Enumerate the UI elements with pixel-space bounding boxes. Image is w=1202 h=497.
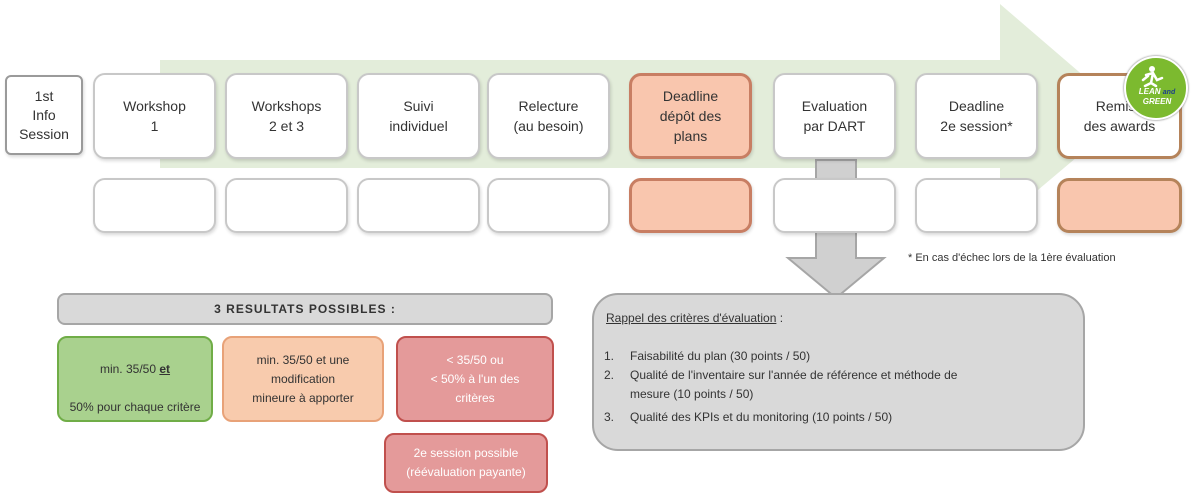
step-deadline-depot: Deadline dépôt des plans (629, 73, 752, 159)
blank-box (915, 178, 1038, 233)
criteria-item: 1. Faisabilité du plan (30 points / 50) (604, 347, 1074, 366)
criteria-text: Qualité de l'inventaire sur l'année de r… (630, 368, 958, 401)
criteria-heading-suffix: : (776, 311, 784, 325)
step-info-session: 1st Info Session (5, 75, 83, 155)
result-pass-line1: min. 35/50 (99, 362, 160, 376)
result-minor-modification: min. 35/50 et une modification mineure à… (222, 336, 384, 422)
criteria-text: Qualité des KPIs et du monitoring (10 po… (630, 410, 893, 424)
logo-word-lean: LEAN (1138, 87, 1161, 96)
blank-box (225, 178, 348, 233)
blank-box-highlight (629, 178, 752, 233)
result-pass-line2: 50% pour chaque critère (69, 400, 201, 414)
step-workshops-2-3: Workshops 2 et 3 (225, 73, 348, 159)
second-session-box: 2e session possible (réévaluation payant… (384, 433, 548, 493)
criteria-item: 2. Qualité de l'inventaire sur l'année d… (604, 366, 1074, 404)
result-pass: min. 35/50 et 50% pour chaque critère (57, 336, 213, 422)
criteria-num: 1. (604, 349, 615, 363)
step-suivi-individuel: Suivi individuel (357, 73, 480, 159)
logo-word-and: and (1162, 89, 1176, 96)
criteria-heading: Rappel des critères d'évaluation (606, 311, 777, 325)
step-relecture: Relecture (au besoin) (487, 73, 610, 159)
criteria-text: Faisabilité du plan (30 points / 50) (630, 349, 811, 363)
footnote: * En cas d'échec lors de la 1ère évaluat… (908, 252, 1116, 264)
lean-green-logo: LEAN and GREEN (1124, 56, 1188, 120)
blank-box (773, 178, 896, 233)
results-title: 3 RESULTATS POSSIBLES : (57, 293, 553, 325)
blank-box (487, 178, 610, 233)
result-pass-emphasis: et (159, 362, 171, 376)
criteria-item: 3. Qualité des KPIs et du monitoring (10… (604, 408, 1074, 427)
criteria-num: 2. (604, 368, 615, 382)
blank-box (93, 178, 216, 233)
runner-icon (1141, 66, 1164, 88)
criteria-num: 3. (604, 410, 615, 424)
criteria-heading-wrap: Rappel des critères d'évaluation : (606, 311, 783, 325)
step-evaluation-dart: Evaluation par DART (773, 73, 896, 159)
blank-box-final (1057, 178, 1182, 233)
criteria-panel: Rappel des critères d'évaluation : 1. Fa… (592, 293, 1085, 451)
step-workshop-1: Workshop 1 (93, 73, 216, 159)
blank-box (357, 178, 480, 233)
logo-word-green: GREEN (1142, 97, 1172, 106)
step-deadline-2e-session: Deadline 2e session* (915, 73, 1038, 159)
result-fail: < 35/50 ou < 50% à l'un des critères (396, 336, 554, 422)
